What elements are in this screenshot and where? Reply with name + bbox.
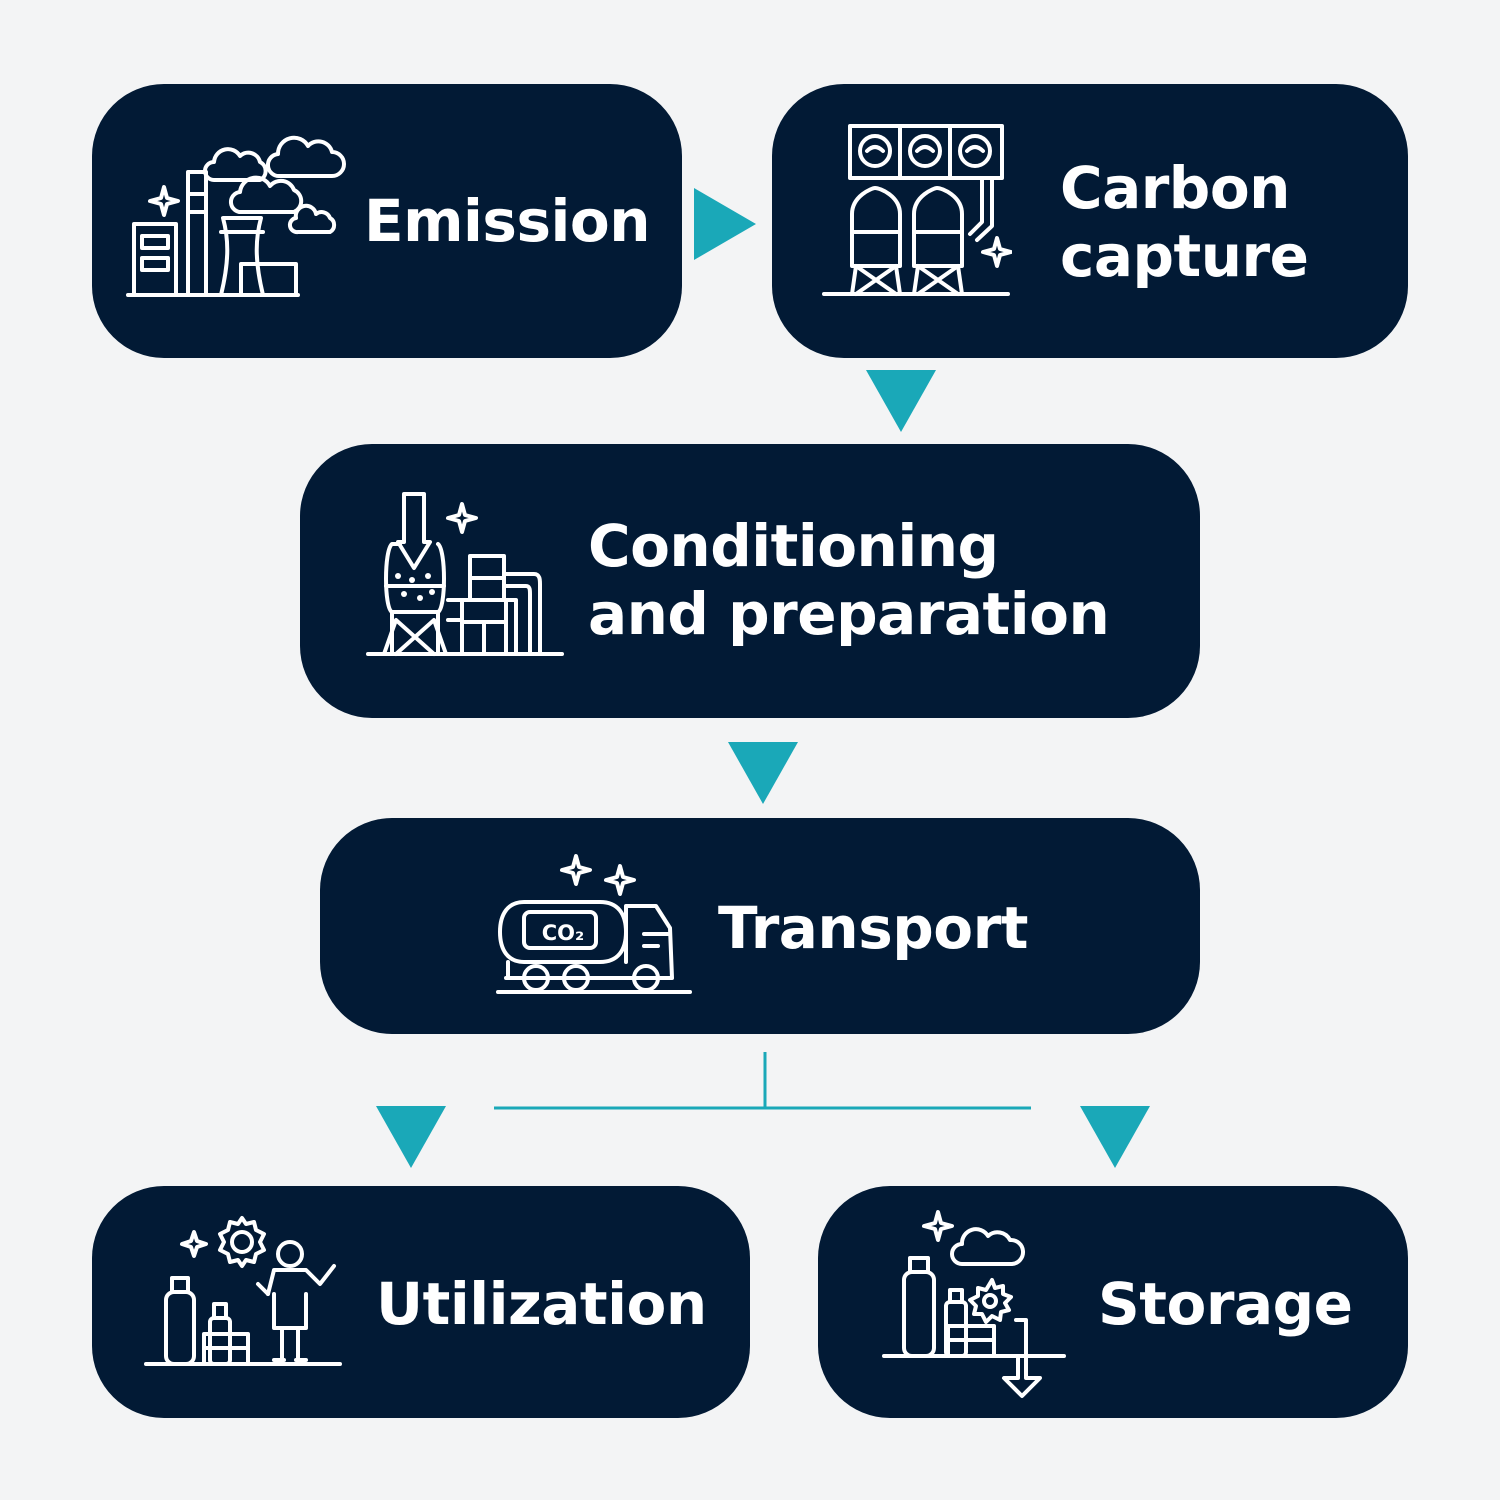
arrow-capture-to-conditioning xyxy=(866,370,936,432)
arrow-transport-to-storage xyxy=(1080,1106,1150,1168)
node-storage: Storage xyxy=(818,1186,1408,1418)
node-transport: CO₂ Transport xyxy=(320,818,1200,1034)
processing-plant-icon xyxy=(366,490,566,662)
capture-tanks-icon xyxy=(822,122,1012,302)
node-label-line2: capture xyxy=(1060,222,1309,290)
node-label: Storage xyxy=(1098,1270,1353,1338)
co2-truck-icon xyxy=(496,842,692,996)
node-label-line1: Conditioning xyxy=(588,512,999,580)
node-label: Conditioning and preparation xyxy=(588,512,1110,648)
node-conditioning: Conditioning and preparation xyxy=(300,444,1200,718)
node-label-line2: and preparation xyxy=(588,580,1110,648)
arrow-emission-to-capture xyxy=(694,188,756,260)
underground-storage-icon xyxy=(882,1202,1068,1402)
node-label: Carbon capture xyxy=(1060,154,1309,290)
worker-gear-icon xyxy=(144,1210,344,1368)
node-emission: Emission xyxy=(92,84,682,358)
power-plant-icon xyxy=(126,132,351,302)
co2-label: CO₂ xyxy=(541,921,585,945)
node-label: Transport xyxy=(718,894,1028,962)
node-utilization: Utilization xyxy=(92,1186,750,1418)
arrow-conditioning-to-transport xyxy=(728,742,798,804)
arrow-transport-to-utilization xyxy=(376,1106,446,1168)
node-carbon-capture: Carbon capture xyxy=(772,84,1408,358)
node-label: Emission xyxy=(364,187,651,255)
node-label-line1: Carbon xyxy=(1060,154,1290,222)
branch-connector xyxy=(494,1052,1031,1110)
node-label: Utilization xyxy=(376,1270,707,1338)
